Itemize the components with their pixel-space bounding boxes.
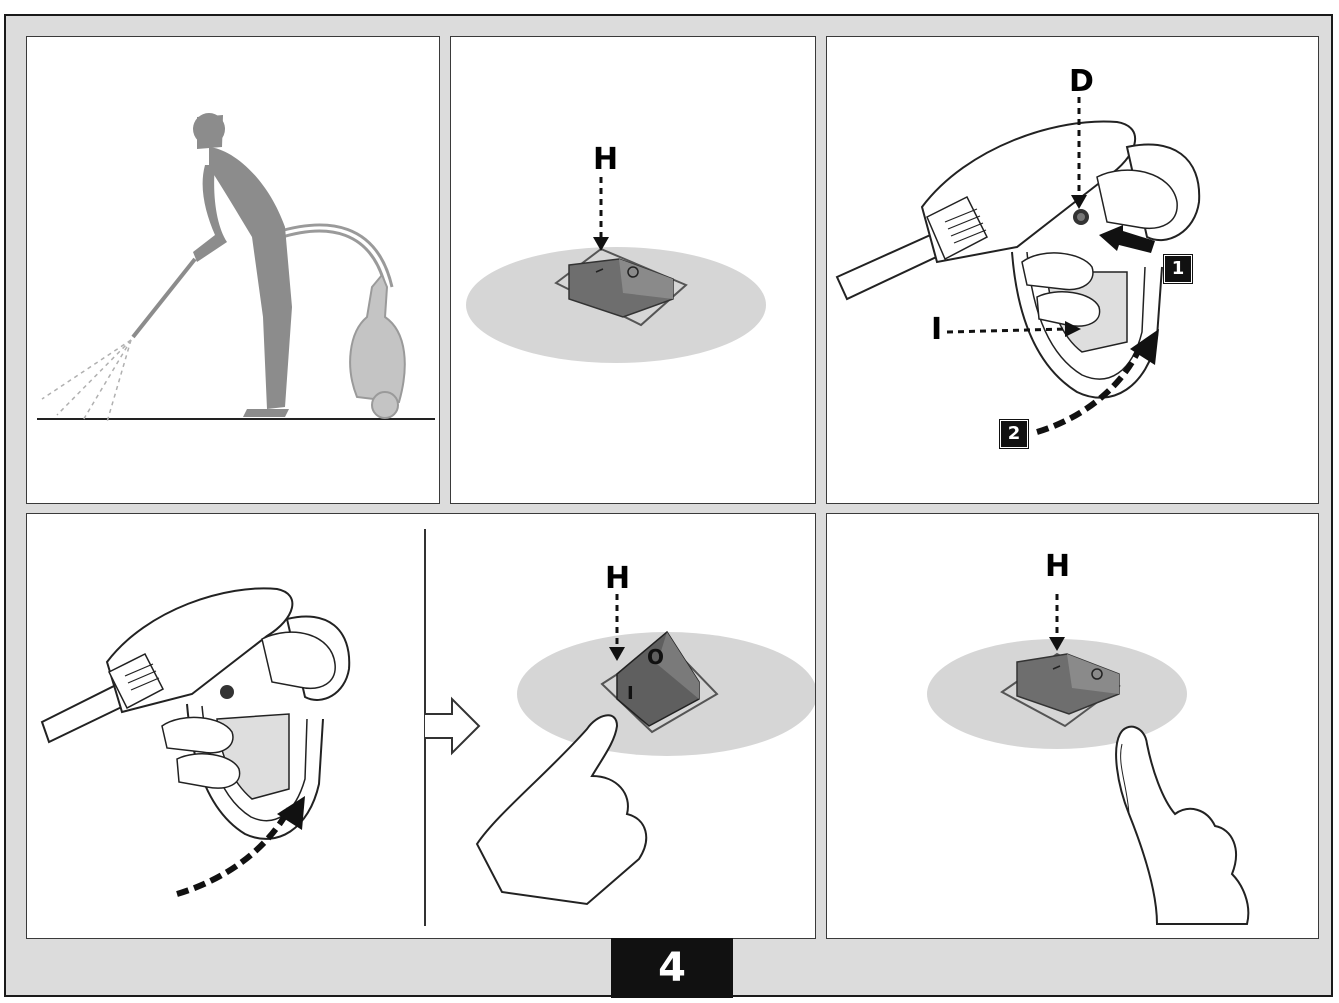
person-spraying-illustration [27, 37, 440, 504]
switch-label-off: H [1045, 552, 1070, 582]
step-one-badge: 1 [1164, 255, 1192, 283]
spray-gun-illustration [827, 37, 1319, 504]
trigger-label: I [931, 315, 942, 345]
switch-label-on: H [605, 564, 630, 594]
step-two-badge: 2 [1000, 420, 1028, 448]
panel-person-spraying [26, 36, 440, 504]
switch-label: H [593, 145, 618, 175]
gun-squeeze-and-switch-on-illustration: O I [27, 514, 816, 939]
switch-on-mark: I [627, 683, 634, 704]
switch-off-press-illustration [827, 514, 1319, 939]
panel-gun-and-switch-on: O I H [26, 513, 816, 939]
switch-off-mark: O [647, 645, 664, 669]
panel-switch-off-pressed: H [826, 513, 1319, 939]
switch-illustration [451, 37, 816, 504]
panel-gun-unlock: D I 1 2 [826, 36, 1319, 504]
panel-switch-off: H [450, 36, 816, 504]
safety-lock-label: D [1069, 67, 1094, 97]
page-number: 4 [611, 938, 733, 998]
